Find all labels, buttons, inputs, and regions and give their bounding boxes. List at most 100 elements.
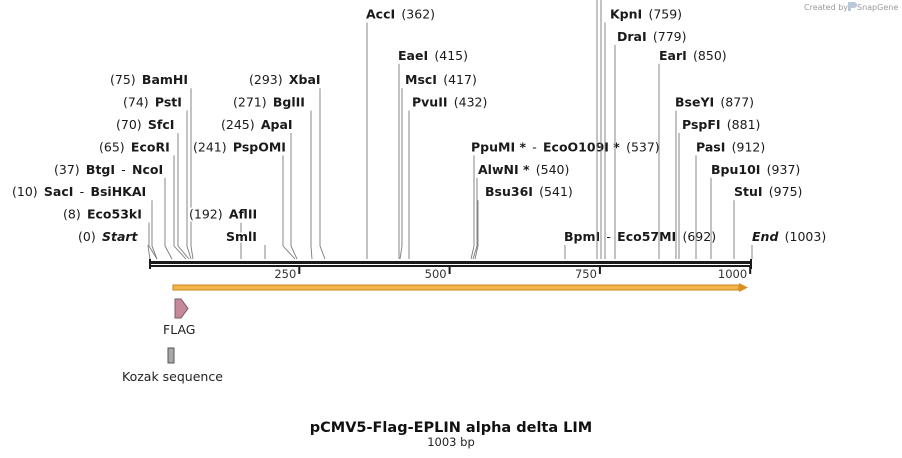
site-7: (75) BamHI (109, 71, 194, 260)
site-leader-line (319, 88, 326, 260)
site-label: (65) EcoRI (99, 139, 170, 154)
site-label-part: (10) (12, 184, 38, 199)
site-5: (70) SfcI (115, 116, 190, 260)
site-29: PasI (912) (695, 138, 767, 259)
site-12: (271) BglII (232, 93, 313, 260)
site-14: AccI (362) (365, 5, 437, 259)
site-16: MscI (417) (399, 71, 478, 260)
credit-text: Created by (804, 3, 848, 12)
ruler-tick (598, 266, 601, 274)
site-label-part: (537) (620, 139, 660, 154)
site-21: BpmI - Eco57MI (692) (563, 228, 718, 259)
site-label: (70) SfcI (116, 117, 174, 132)
site-19: AlwNI * (540) (472, 160, 571, 260)
site-label-part: - (73, 184, 84, 199)
site-label-part: SfcI (142, 117, 175, 132)
orf-bar (172, 284, 740, 291)
site-6: (74) PstI (122, 93, 192, 260)
site-label-part: NcoI (126, 162, 163, 177)
site-label-part: (37) (54, 162, 80, 177)
site-label: PpuMI * - EcoO109I * (537) (471, 139, 660, 154)
site-leader-line (472, 177, 478, 260)
site-label-part: (541) (533, 184, 573, 199)
site-leader-line (164, 177, 173, 260)
site-leader-line (290, 133, 298, 260)
site-label: PspFI (881) (682, 117, 760, 132)
site-label: PasI (912) (696, 139, 765, 154)
flag-arrow-icon (174, 298, 189, 319)
site-leader-line (151, 200, 158, 260)
site-label: EarI (850) (659, 48, 727, 63)
site-label-part: (192) (189, 207, 223, 222)
site-31: StuI (975) (733, 183, 804, 259)
snapgene-logo-icon (848, 2, 857, 11)
site-label: End (1003) (752, 229, 826, 244)
site-label-part: PasI (696, 139, 725, 154)
site-label-part: Eco53kI (81, 207, 142, 222)
site-9: SmlI (225, 228, 266, 259)
kozak-label: Kozak sequence (122, 369, 223, 384)
site-10: (241) PspOMI (192, 138, 296, 260)
site-leader-line (186, 110, 192, 260)
site-label: DraI (779) (617, 29, 687, 44)
site-label: (0) Start (78, 229, 139, 244)
site-label: (75) BamHI (110, 72, 188, 87)
site-label-part: EcoO109I * (537, 139, 621, 154)
site-label: (245) ApaI (221, 117, 293, 132)
site-label: (192) AflII (189, 207, 257, 222)
orf-arrow (172, 283, 748, 292)
site-label-part: KpnI (610, 7, 642, 22)
site-label-part: Start (96, 229, 139, 244)
site-label-part: BtgI (80, 162, 115, 177)
site-label-part: (293) (249, 72, 283, 87)
site-28: PspFI (881) (678, 116, 762, 259)
kozak-box-icon (167, 347, 175, 364)
backbone-top-strand (149, 261, 752, 264)
site-label-part: (75) (110, 72, 136, 87)
site-label: EaeI (415) (398, 48, 468, 63)
site-label: BseYI (877) (675, 95, 754, 110)
site-label-part: BamHI (136, 72, 188, 87)
site-label-part: StuI (734, 184, 763, 199)
site-24: KpnI (759) (604, 5, 684, 259)
site-8: (192) AflII (188, 205, 259, 259)
site-label-part: EaeI (398, 48, 428, 63)
site-label: AccI (362) (366, 7, 435, 22)
site-label-part: (975) (763, 184, 803, 199)
site-label-part: EarI (659, 48, 687, 63)
site-label-part: PspFI (682, 117, 721, 132)
site-label: BpmI - Eco57MI (692) (564, 229, 716, 244)
site-label-part: (245) (221, 117, 255, 132)
ruler-tick (298, 266, 301, 274)
site-label-part: SmlI (226, 229, 257, 244)
site-3: (37) BtgI - NcoI (53, 160, 173, 260)
site-label-part: (362) (395, 7, 435, 22)
site-label: (271) BglII (233, 95, 305, 110)
site-label: PvuII (432) (412, 95, 487, 110)
site-label-part: (74) (123, 95, 149, 110)
site-label-part: (877) (714, 95, 754, 110)
site-label-part: MscI (405, 72, 437, 87)
site-13: (293) XbaI (248, 71, 326, 260)
site-label-part: (271) (233, 95, 267, 110)
site-label-part: BglII (267, 95, 305, 110)
site-label-part: - (600, 229, 611, 244)
restriction-sites: (0) Start(8) Eco53kI(10) SacI - BsiHKAI(… (11, 0, 828, 260)
site-leader-line (148, 222, 158, 260)
site-leader-line (399, 88, 403, 260)
site-leader-line (190, 88, 194, 260)
site-label: SmlI (226, 229, 257, 244)
map-subtitle: 1003 bp (427, 435, 475, 449)
site-15: EaeI (415) (397, 46, 469, 259)
site-label-part: (415) (428, 48, 468, 63)
site-30: Bpu10I (937) (710, 160, 802, 259)
site-label-part: (0) (78, 229, 96, 244)
site-leader-line (147, 245, 151, 260)
site-label-part: (432) (448, 95, 488, 110)
site-label-part: End (752, 229, 779, 244)
site-2: (10) SacI - BsiHKAI (11, 183, 158, 260)
site-label-part: AlwNI * (478, 162, 530, 177)
site-label-part: - (526, 139, 537, 154)
